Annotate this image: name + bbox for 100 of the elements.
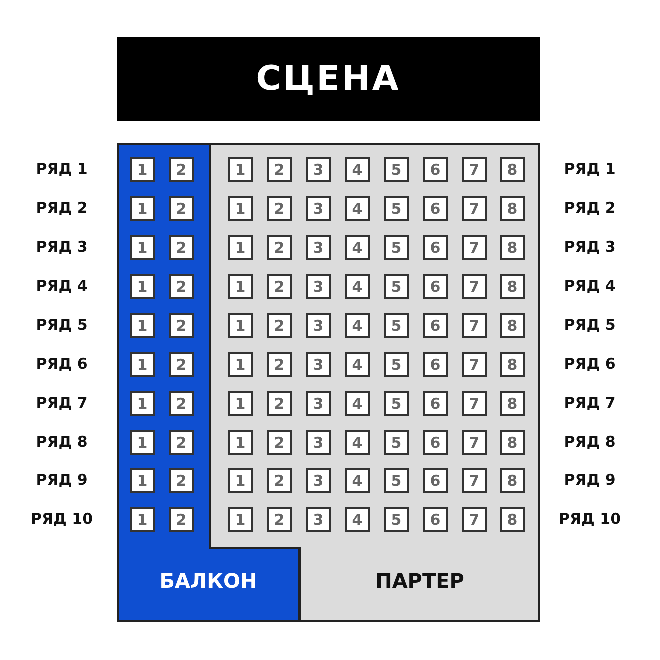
seat: 4 [345,391,370,416]
seat: 1 [130,430,155,455]
seat: 2 [169,430,194,455]
seat: 7 [462,274,487,299]
seat: 5 [384,235,409,260]
seat: 8 [500,430,525,455]
seat: 3 [306,507,331,532]
seat: 1 [228,313,253,338]
seat: 2 [267,468,292,493]
row-label: РЯД 8 [35,433,89,451]
seat: 7 [462,468,487,493]
seat: 3 [306,352,331,377]
seat: 4 [345,352,370,377]
seat: 7 [462,196,487,221]
seat: 4 [345,196,370,221]
seat: 1 [130,391,155,416]
seat: 3 [306,430,331,455]
seat: 6 [423,157,448,182]
seat: 6 [423,313,448,338]
seat: 8 [500,391,525,416]
row-label: РЯД 7 [35,394,89,412]
seat: 6 [423,235,448,260]
seat: 8 [500,196,525,221]
seat: 7 [462,391,487,416]
seat: 2 [169,313,194,338]
row-label: РЯД 6 [563,355,617,373]
seat: 3 [306,235,331,260]
seat: 5 [384,468,409,493]
seat: 2 [169,507,194,532]
row-label: РЯД 7 [563,394,617,412]
row-label: РЯД 3 [563,238,617,256]
seat: 1 [228,235,253,260]
seat: 3 [306,196,331,221]
seat: 2 [267,235,292,260]
seat: 7 [462,507,487,532]
seat: 2 [267,313,292,338]
row-label: РЯД 4 [35,277,89,295]
seat: 7 [462,313,487,338]
seat: 2 [169,235,194,260]
seat: 3 [306,468,331,493]
seat: 4 [345,430,370,455]
seat: 4 [345,468,370,493]
seat: 2 [169,352,194,377]
seat: 2 [267,430,292,455]
seat: 1 [228,468,253,493]
seat: 1 [130,352,155,377]
seat: 1 [228,157,253,182]
seat: 7 [462,157,487,182]
seat: 1 [130,157,155,182]
row-label: РЯД 8 [563,433,617,451]
row-label: РЯД 4 [563,277,617,295]
seat: 4 [345,235,370,260]
seat: 7 [462,235,487,260]
area-label: БАЛКОН [158,568,258,595]
seat: 5 [384,274,409,299]
seat: 1 [130,196,155,221]
seat: 8 [500,468,525,493]
area-label: ПАРТЕР [374,568,466,595]
row-label: РЯД 5 [563,316,617,334]
seat: 5 [384,507,409,532]
seat: 5 [384,391,409,416]
seat: 6 [423,391,448,416]
seat: 6 [423,196,448,221]
seat: 6 [423,430,448,455]
seat: 3 [306,391,331,416]
seat: 3 [306,313,331,338]
seat: 2 [169,196,194,221]
seat: 1 [228,507,253,532]
seat: 8 [500,352,525,377]
seat: 6 [423,274,448,299]
seat: 5 [384,157,409,182]
seat: 4 [345,157,370,182]
seat: 8 [500,235,525,260]
row-label: РЯД 2 [35,199,89,217]
seat: 2 [267,391,292,416]
seat: 1 [130,468,155,493]
seat: 2 [169,391,194,416]
seat: 2 [267,274,292,299]
seat: 3 [306,157,331,182]
seat: 6 [423,507,448,532]
seat: 1 [228,391,253,416]
row-label: РЯД 2 [563,199,617,217]
seat: 8 [500,157,525,182]
row-label: РЯД 9 [563,471,617,489]
row-label: РЯД 1 [563,160,617,178]
seat: 4 [345,313,370,338]
seat: 5 [384,196,409,221]
seat: 8 [500,274,525,299]
seat: 7 [462,430,487,455]
seat: 6 [423,468,448,493]
seat: 1 [130,507,155,532]
seat: 1 [228,430,253,455]
row-label: РЯД 10 [558,510,622,528]
row-label: РЯД 9 [35,471,89,489]
seat: 7 [462,352,487,377]
seat: 8 [500,313,525,338]
seat: 2 [169,468,194,493]
seat: 5 [384,352,409,377]
seat: 2 [267,352,292,377]
seat: 2 [267,507,292,532]
